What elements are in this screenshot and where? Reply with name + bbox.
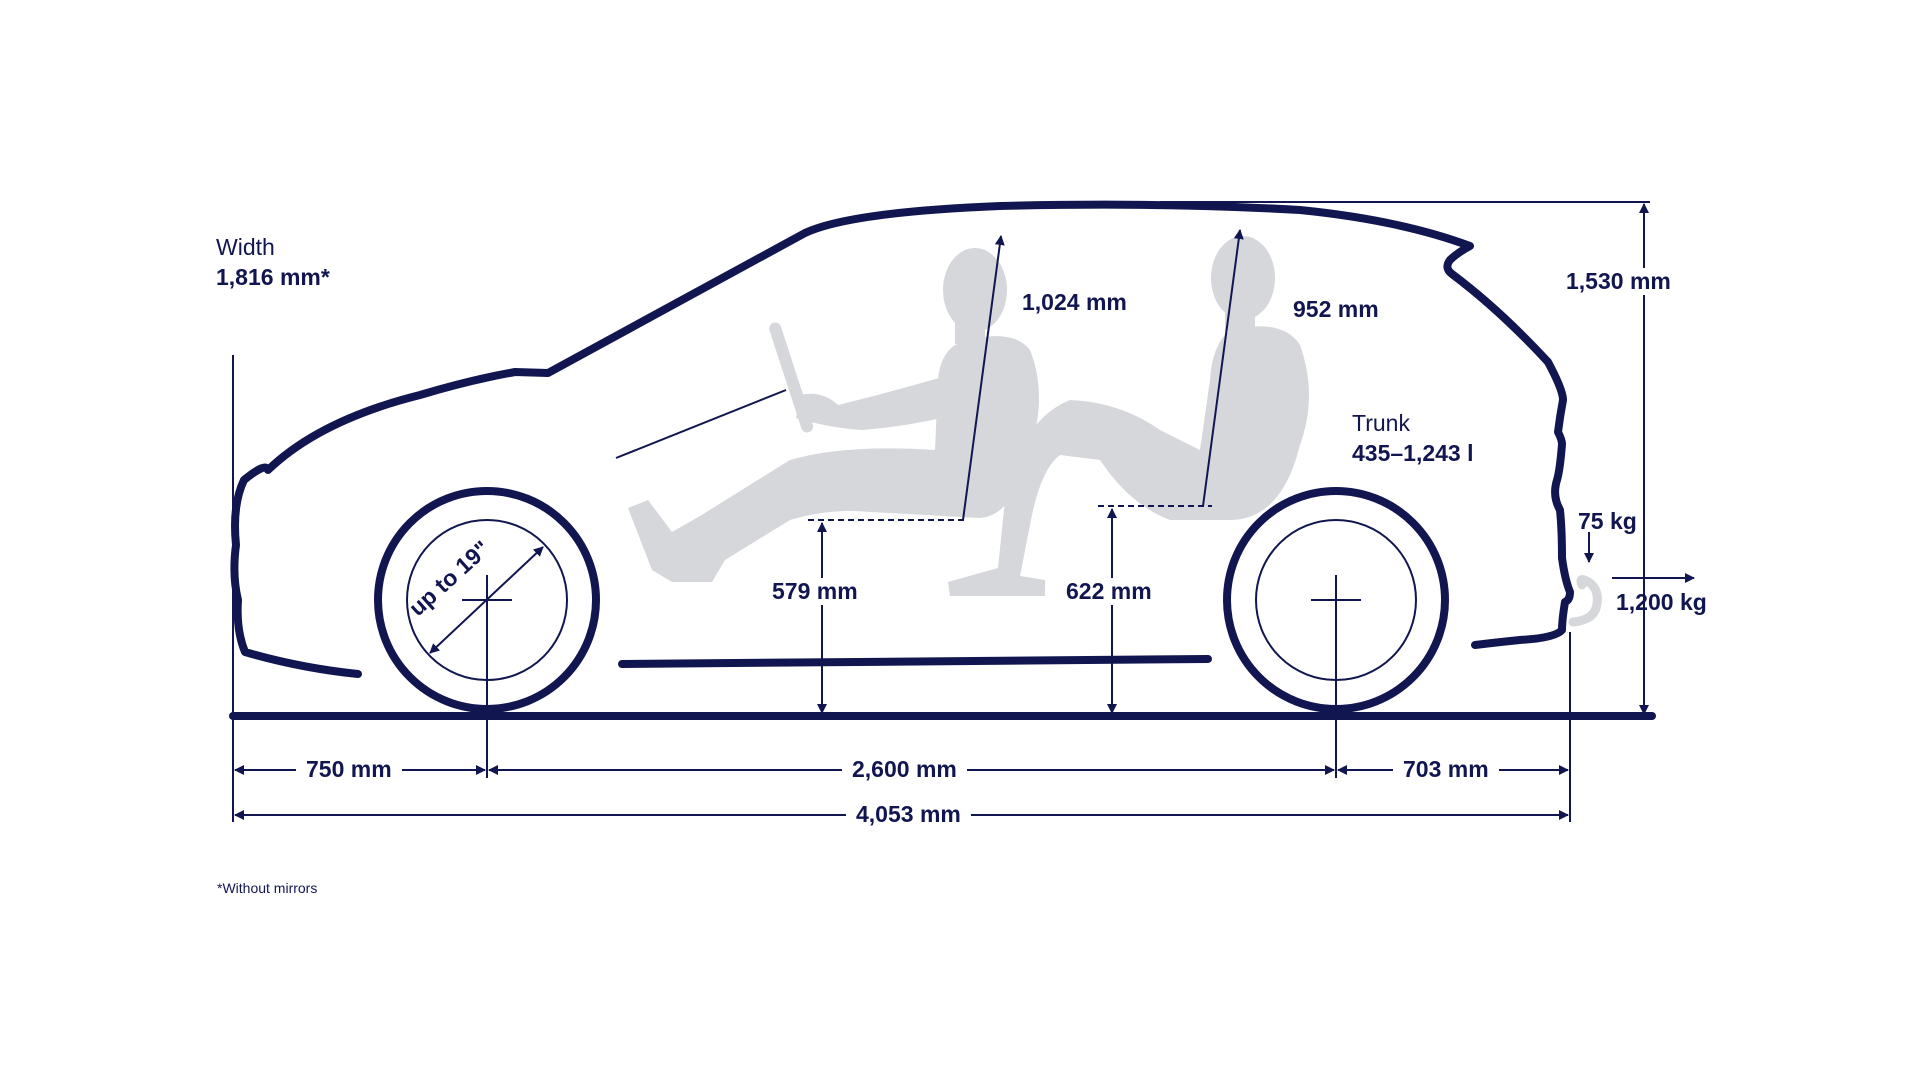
height-value: 1,530 mm <box>1556 268 1681 295</box>
front-seat-height-value: 579 mm <box>762 578 868 605</box>
rear-seat-height-value: 622 mm <box>1056 578 1162 605</box>
overall-length-value: 4,053 mm <box>846 801 971 828</box>
body-outline <box>230 200 1574 678</box>
dashboard-line <box>615 389 787 459</box>
front-overhang-value: 750 mm <box>296 756 402 783</box>
trunk-title: Trunk <box>1352 410 1410 436</box>
front-headroom-value: 1,024 mm <box>1022 289 1127 315</box>
rear-overhang-value: 703 mm <box>1393 756 1499 783</box>
wheel-rims <box>406 519 1417 681</box>
rear-headroom-value: 952 mm <box>1293 296 1379 322</box>
footnote: *Without mirrors <box>217 880 318 896</box>
towing-capacity-value: 1,200 kg <box>1616 589 1707 615</box>
trunk-value: 435–1,243 l <box>1352 440 1474 466</box>
dimension-lines <box>232 201 1695 822</box>
occupant-silhouettes <box>628 236 1309 596</box>
front-headroom-arrow <box>962 235 1005 521</box>
towbar-hook-icon <box>1568 575 1602 627</box>
wheelbase-value: 2,600 mm <box>842 756 967 783</box>
rear-headroom-arrow <box>1202 229 1244 507</box>
width-title: Width <box>216 234 275 260</box>
side-sill <box>618 655 1212 668</box>
vertical-load-value: 75 kg <box>1578 508 1637 534</box>
wheel-size-arrow <box>429 546 544 654</box>
width-value: 1,816 mm* <box>216 264 330 290</box>
